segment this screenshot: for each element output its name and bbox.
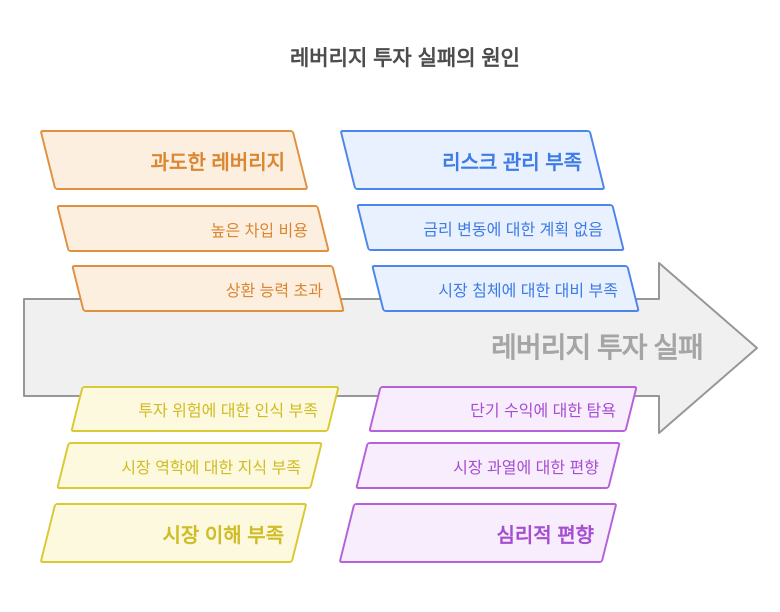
header-psychological-bias-label: 심리적 편향 <box>496 524 594 547</box>
item-unprepared-for-downturn-label: 시장 침체에 대한 대비 부족 <box>438 282 618 300</box>
item-repayment-capacity-exceeded: 상환 능력 초과 <box>71 265 345 312</box>
header-risk-management-lack: 리스크 관리 부족 <box>339 130 606 190</box>
item-market-overheating-bias: 시장 과열에 대한 편향 <box>355 442 621 489</box>
item-low-market-knowledge: 시장 역학에 대한 지식 부족 <box>56 442 323 489</box>
header-market-understanding-lack-label: 시장 이해 부족 <box>162 524 284 547</box>
header-excessive-leverage-label: 과도한 레버리지 <box>150 151 285 174</box>
item-repayment-capacity-exceeded-label: 상환 능력 초과 <box>225 282 323 300</box>
item-no-plan-for-rate-changes: 금리 변동에 대한 계획 없음 <box>356 204 625 251</box>
diagram-title: 레버리지 투자 실패의 원인 <box>289 47 521 70</box>
item-greed-short-term-profit-label: 단기 수익에 대한 탐욕 <box>470 403 616 420</box>
item-low-market-knowledge-label: 시장 역학에 대한 지식 부족 <box>121 459 301 477</box>
header-psychological-bias: 심리적 편향 <box>338 503 618 563</box>
item-high-borrowing-cost: 높은 차입 비용 <box>56 205 330 252</box>
failure-arrow-label: 레버리지 투자 실패 <box>491 332 704 363</box>
header-risk-management-lack-label: 리스크 관리 부족 <box>442 151 582 174</box>
item-market-overheating-bias-label: 시장 과열에 대한 편향 <box>453 459 599 477</box>
item-no-plan-for-rate-changes-label: 금리 변동에 대한 계획 없음 <box>423 221 603 239</box>
item-high-borrowing-cost-label: 높은 차입 비용 <box>210 222 308 240</box>
item-unprepared-for-downturn: 시장 침체에 대한 대비 부족 <box>371 265 640 312</box>
header-market-understanding-lack: 시장 이해 부족 <box>39 503 308 563</box>
item-low-risk-awareness-label: 투자 위험에 대한 인식 부족 <box>138 403 318 420</box>
item-greed-short-term-profit: 단기 수익에 대한 탐욕 <box>368 386 638 432</box>
item-low-risk-awareness: 투자 위험에 대한 인식 부족 <box>70 386 340 432</box>
header-excessive-leverage: 과도한 레버리지 <box>39 130 309 190</box>
